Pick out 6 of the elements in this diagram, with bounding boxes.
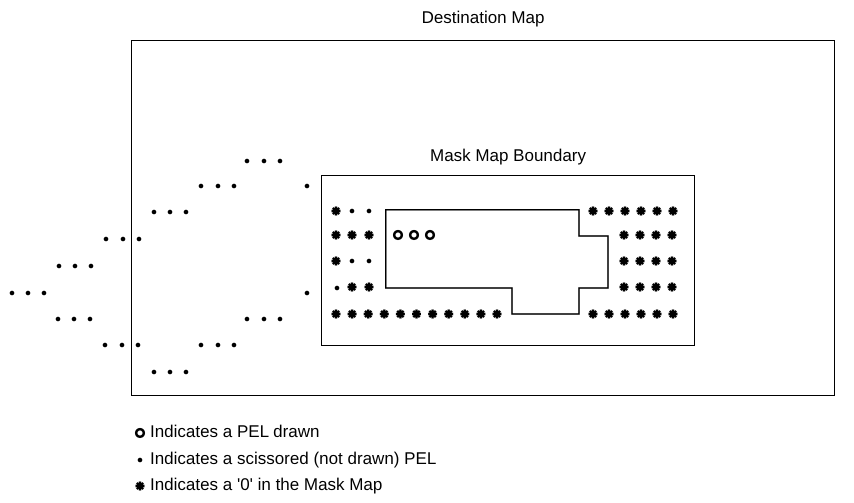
drawn-area-outline — [385, 209, 609, 315]
map-title: Destination Map — [422, 8, 544, 28]
map-title: Mask Map Boundary — [430, 146, 586, 166]
legend-text: Indicates a scissored (not drawn) PEL — [150, 448, 436, 468]
legend-text: Indicates a '0' in the Mask Map — [150, 475, 382, 495]
legend-text: Indicates a PEL drawn — [150, 422, 320, 442]
